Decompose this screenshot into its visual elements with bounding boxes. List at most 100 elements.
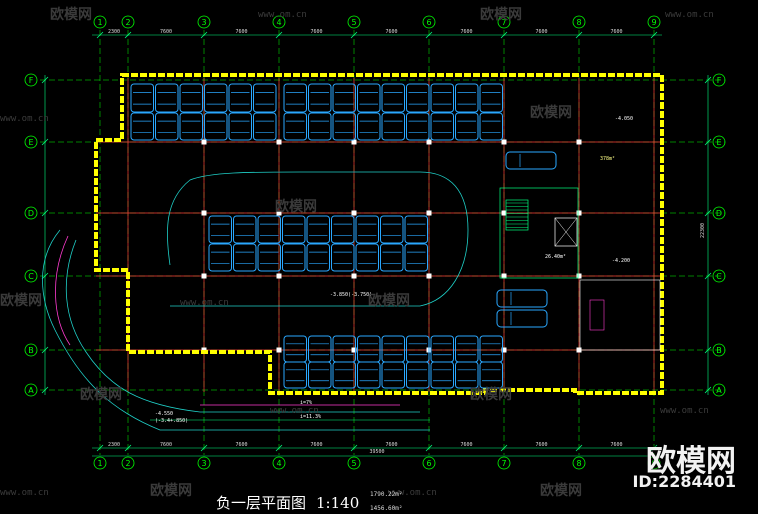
- axis-bubble: [647, 456, 661, 470]
- column: [426, 210, 432, 216]
- dimension-tick: [41, 209, 49, 217]
- parking-stall: [308, 335, 332, 363]
- axis-label: 6: [426, 459, 431, 468]
- parking-stall: [208, 243, 232, 272]
- equipment-room: [579, 279, 661, 351]
- watermark-logo: 欧模网: [540, 483, 582, 499]
- column: [276, 347, 282, 353]
- parking-stall: [331, 215, 355, 244]
- drawing-scale: 1:140: [316, 494, 360, 512]
- watermark-logo: 欧模网: [530, 105, 572, 121]
- axis-bubble: [24, 73, 38, 87]
- parking-stall: [257, 215, 281, 244]
- parking-stall: [282, 215, 306, 244]
- parking-stall: [455, 361, 479, 389]
- dimension-tick: [275, 31, 283, 39]
- axis-label: 2: [125, 18, 130, 27]
- parking-stall: [332, 83, 356, 113]
- parking-stall: [430, 335, 454, 363]
- parking-stall: [331, 243, 355, 272]
- axis-bubble: [24, 343, 38, 357]
- axis-label: E: [716, 138, 721, 147]
- dimension-tick: [500, 444, 508, 452]
- parking-stall: [406, 112, 430, 141]
- parking-stall: [257, 243, 281, 272]
- axis-label: F: [717, 76, 722, 85]
- ramp-slope: i=11.3%: [300, 414, 321, 420]
- parking-stall: [306, 243, 330, 272]
- dimension-tick: [575, 31, 583, 39]
- column: [351, 347, 357, 353]
- bay-dimension: 7600: [235, 442, 247, 448]
- axis-bubble: [712, 269, 726, 283]
- parking-stall: [479, 83, 503, 113]
- parking-stalls: [130, 83, 557, 389]
- axis-bubble: [647, 15, 661, 29]
- area-label: 1790.22m²: [370, 491, 403, 498]
- column: [576, 273, 582, 279]
- parking-stall: [233, 215, 257, 244]
- column: [576, 347, 582, 353]
- axis-bubble: [24, 269, 38, 283]
- axis-label: B: [716, 346, 722, 355]
- dimension-tick: [96, 444, 104, 452]
- bay-dimension: 7600: [460, 442, 472, 448]
- column: [276, 273, 282, 279]
- axis-label: 8: [576, 459, 581, 468]
- axis-label: 6: [426, 18, 431, 27]
- axis-label: B: [28, 346, 34, 355]
- parking-stall: [357, 361, 381, 389]
- watermark-logo: 欧模网: [80, 387, 122, 403]
- axis-bubble: [712, 383, 726, 397]
- axis-label: C: [28, 272, 34, 281]
- column: [501, 139, 507, 145]
- area-label: 26.40m²: [545, 254, 566, 260]
- axis-label: F: [29, 76, 34, 85]
- axis-bubble: [497, 15, 511, 29]
- parking-stall: [130, 83, 154, 113]
- parking-stall: [381, 83, 405, 113]
- ramp-outline: [65, 239, 420, 413]
- parking-stall: [332, 112, 356, 141]
- bay-dimension: 7600: [160, 442, 172, 448]
- parking-stall: [208, 215, 232, 244]
- axis-label: A: [28, 386, 34, 395]
- watermark-url: www.om.cn: [660, 406, 709, 416]
- axis-bubble: [197, 15, 211, 29]
- axis-label: 4: [276, 459, 281, 468]
- parking-stall: [404, 243, 428, 272]
- watermark-logo: 欧模网: [50, 7, 92, 23]
- axis-bubble: [24, 135, 38, 149]
- dimension-tick: [704, 272, 712, 280]
- axis-bubble: [24, 383, 38, 397]
- level-label: -4.050: [615, 116, 633, 122]
- bay-dimension: 7600: [235, 29, 247, 35]
- overall-dimension: 39500: [369, 449, 384, 455]
- driving-aisle: [166, 171, 469, 307]
- watermark-url: www.om.cn: [0, 488, 49, 498]
- axis-label: 1: [97, 18, 102, 27]
- parking-stall: [283, 112, 307, 141]
- axis-bubble: [347, 15, 361, 29]
- axis-label: 5: [351, 459, 356, 468]
- axis-bubble: [121, 456, 135, 470]
- watermark-url: www.om.cn: [270, 406, 319, 416]
- bay-dimension: 2300: [108, 442, 120, 448]
- axis-bubble: [497, 456, 511, 470]
- bay-dimension: 7600: [610, 442, 622, 448]
- brand-logo-text: 欧模网: [646, 444, 736, 479]
- parking-stall-horizontal: [496, 309, 548, 328]
- parking-stall: [479, 361, 503, 389]
- dimension-tick: [96, 31, 104, 39]
- parking-stall: [380, 215, 404, 244]
- column: [351, 273, 357, 279]
- bay-dimension: 7600: [310, 442, 322, 448]
- outer-wall: [94, 73, 664, 395]
- room-area-label: 378m²: [600, 156, 615, 162]
- parking-stall-horizontal: [496, 289, 548, 308]
- watermark-url: www.om.cn: [0, 114, 49, 124]
- parking-stall: [430, 83, 454, 113]
- parking-stall: [430, 361, 454, 389]
- parking-stall: [233, 243, 257, 272]
